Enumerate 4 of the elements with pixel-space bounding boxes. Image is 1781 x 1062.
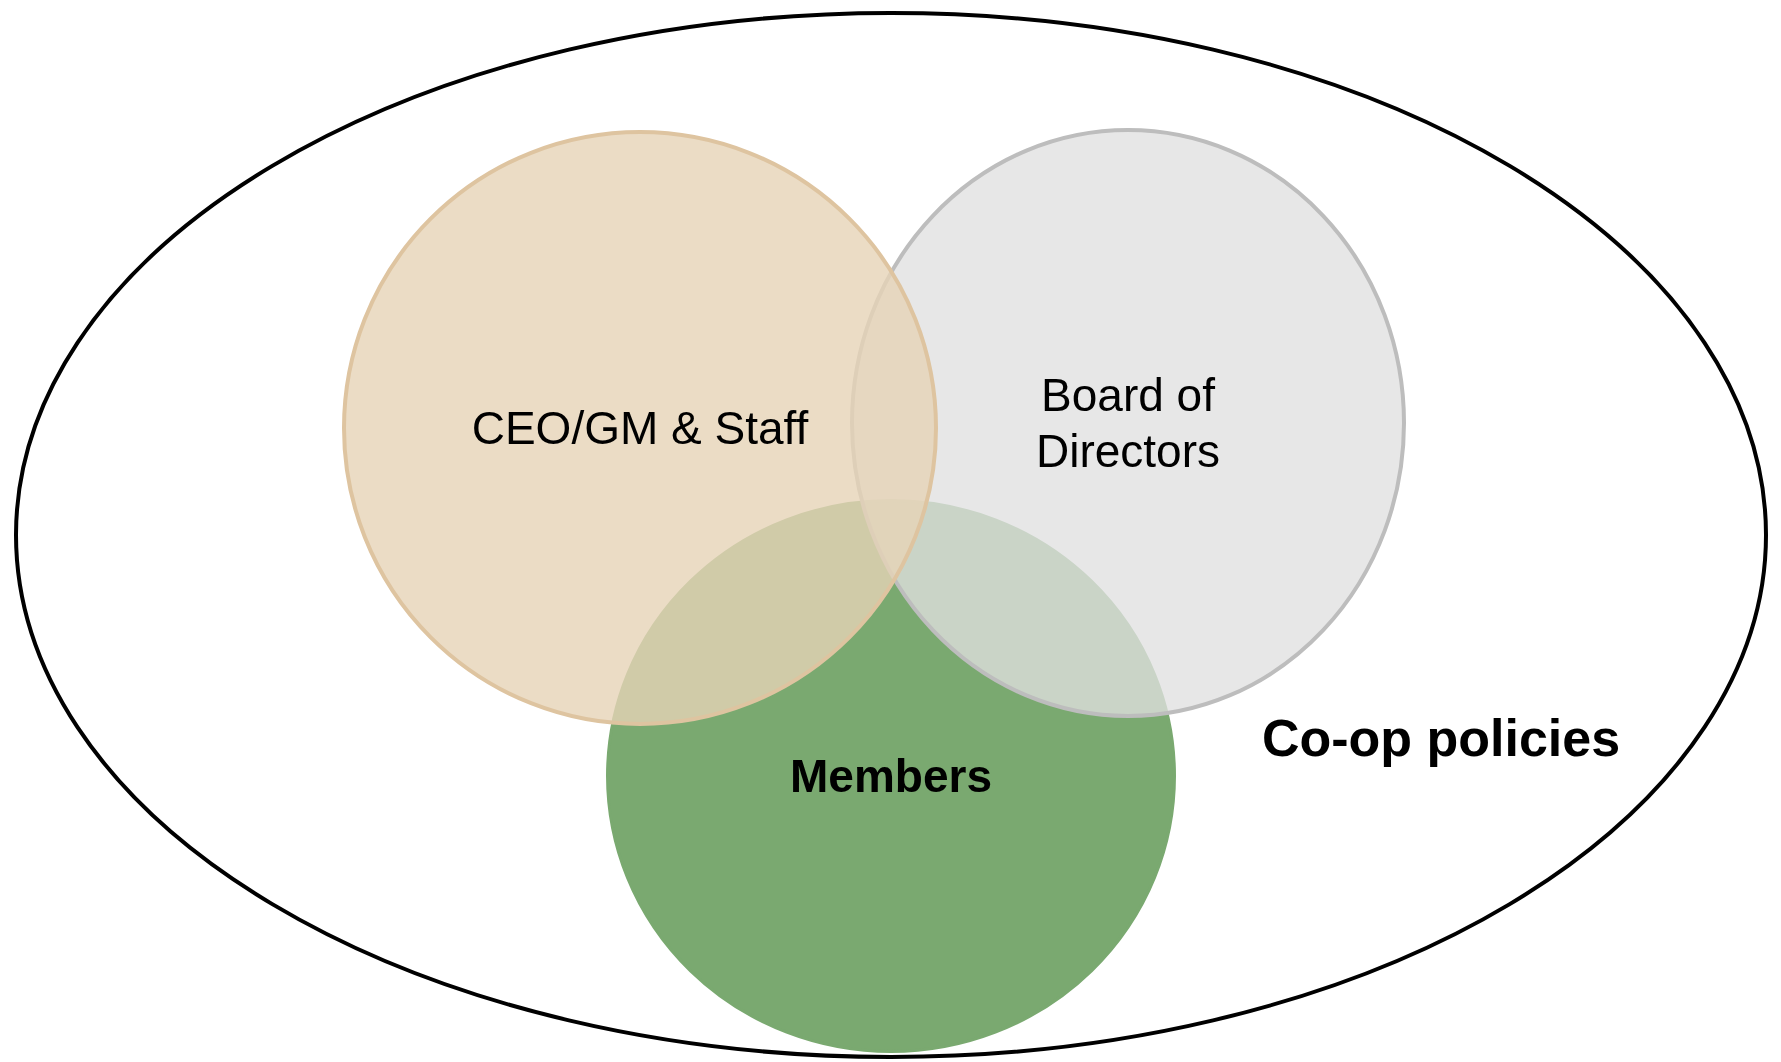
circle-label: Members [789, 748, 993, 804]
circle-label: CEO/GM & Staff [470, 400, 810, 456]
region-label: Co-op policies [1260, 708, 1622, 769]
circle-label: Board of Directors [1035, 367, 1221, 479]
